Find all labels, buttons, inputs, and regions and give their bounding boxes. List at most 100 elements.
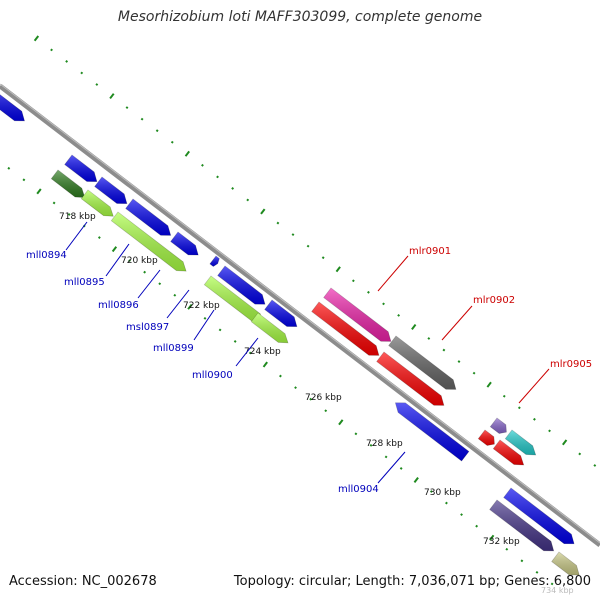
- gene-arrow-shading: [490, 418, 507, 434]
- guide-tick: [52, 201, 56, 205]
- ruler-label: 732 kbp: [483, 537, 520, 547]
- guide-tick: [411, 323, 417, 330]
- guide-tick: [143, 270, 147, 274]
- ruler-label: 722 kbp: [183, 301, 220, 311]
- ruler-label: 730 kbp: [424, 488, 461, 498]
- gene-label-reverse[interactable]: mll0896: [98, 300, 139, 311]
- label-leader: [518, 368, 550, 404]
- guide-tick: [155, 129, 159, 133]
- gene-label-forward[interactable]: mlr0902: [473, 295, 515, 306]
- gene-label-forward[interactable]: mlr0905: [550, 359, 592, 370]
- gene-label-reverse[interactable]: mll0900: [192, 370, 233, 381]
- guide-tick: [262, 361, 268, 368]
- guide-tick: [128, 259, 131, 263]
- gene-arrow-shading: [64, 155, 97, 182]
- guide-tick: [294, 386, 297, 390]
- guide-tick: [50, 48, 53, 52]
- forward-gene-labels: mlr0901 mlr0902 mlr0905: [377, 246, 592, 404]
- guide-tick: [351, 279, 355, 283]
- guide-tick: [338, 419, 344, 426]
- guide-tick: [460, 513, 463, 517]
- guide-tick: [184, 150, 190, 157]
- ruler-label: 720 kbp: [121, 256, 158, 266]
- guide-tick: [125, 106, 129, 110]
- guide-tick: [95, 83, 99, 86]
- ruler-ticks: 718 kbp 720 kbp 722 kbp 724 kbp 726 kbp …: [59, 212, 574, 595]
- gene-arrow-shading: [505, 430, 536, 455]
- accession-text: Accession: NC_002678: [9, 574, 157, 589]
- guide-tick: [550, 582, 554, 586]
- guide-tick: [246, 198, 250, 202]
- gene-arrow-shading: [170, 232, 199, 255]
- guide-tick: [111, 246, 118, 253]
- guide-tick: [109, 93, 115, 100]
- guide-tick: [578, 452, 582, 456]
- gene-arrow-shading: [551, 552, 580, 575]
- guide-tick: [593, 464, 597, 467]
- gene-arrow-shading: [478, 430, 495, 446]
- gene-arrow-shading: [388, 336, 456, 390]
- gene-label-reverse[interactable]: mll0894: [26, 250, 67, 261]
- gene-arrow-shading: [94, 177, 127, 204]
- gene-arrow-shading: [125, 199, 171, 236]
- guide-tick: [321, 256, 325, 260]
- label-leader: [377, 451, 406, 484]
- gene-label-reverse[interactable]: mll0895: [64, 277, 105, 288]
- guide-tick: [354, 432, 358, 436]
- ruler-label: 724 kbp: [244, 347, 281, 357]
- guide-tick: [80, 71, 84, 75]
- gene-features[interactable]: [0, 87, 580, 576]
- gene-arrow-shading: [264, 300, 297, 327]
- gene-label-reverse[interactable]: mll0904: [338, 484, 379, 495]
- guide-tick: [505, 547, 509, 551]
- guide-tick: [445, 501, 448, 505]
- guide-tick: [306, 244, 310, 248]
- guide-tick: [173, 293, 177, 297]
- guide-tick: [472, 371, 476, 375]
- label-leader: [166, 289, 190, 319]
- label-leader: [441, 305, 473, 341]
- genome-backbone: [0, 83, 600, 547]
- guide-tick: [475, 524, 479, 528]
- gene-arrow-shading: [204, 276, 264, 323]
- backbone-highlight: [0, 83, 600, 544]
- label-leader: [377, 255, 409, 292]
- guide-tick: [429, 490, 433, 493]
- guide-tick: [260, 208, 266, 215]
- guide-tick: [22, 178, 26, 182]
- guide-tick: [489, 534, 495, 541]
- gene-arrow-shading: [209, 256, 220, 267]
- guide-tick: [427, 337, 431, 340]
- gene-label-reverse[interactable]: msl0897: [126, 322, 169, 333]
- backbone-line: [0, 84, 600, 547]
- map-title: Mesorhizobium loti MAFF303099, complete …: [117, 9, 483, 25]
- gene-arrow-shading: [81, 190, 114, 217]
- gene-arrow-shading: [493, 440, 524, 465]
- guide-tick: [324, 409, 328, 413]
- gene-label-forward[interactable]: mlr0901: [409, 246, 451, 257]
- label-leader: [137, 269, 161, 299]
- guide-tick: [309, 397, 313, 401]
- guide-tick: [36, 188, 42, 195]
- label-leader: [193, 309, 215, 341]
- guide-tick: [548, 429, 551, 433]
- guide-tick: [203, 316, 207, 320]
- gene-arrow-shading: [111, 212, 187, 272]
- guide-tick: [399, 467, 403, 470]
- guide-tick: [276, 221, 280, 225]
- guide-tick: [369, 443, 373, 447]
- guide-tick: [170, 140, 174, 144]
- guide-tick: [7, 166, 11, 170]
- gene-arrow-shading: [395, 402, 469, 461]
- ruler-label: 728 kbp: [366, 439, 403, 449]
- gene-label-reverse[interactable]: mll0899: [153, 343, 194, 354]
- guide-tick: [535, 570, 539, 574]
- guide-tick: [248, 351, 252, 355]
- gene-arrow-shading: [503, 488, 575, 544]
- gene-arrow-shading: [376, 352, 444, 406]
- reverse-gene-labels: mll0894 mll0895 mll0896 msl0897 mll0899 …: [26, 221, 406, 495]
- guide-tick: [382, 302, 385, 306]
- label-leader: [65, 221, 88, 251]
